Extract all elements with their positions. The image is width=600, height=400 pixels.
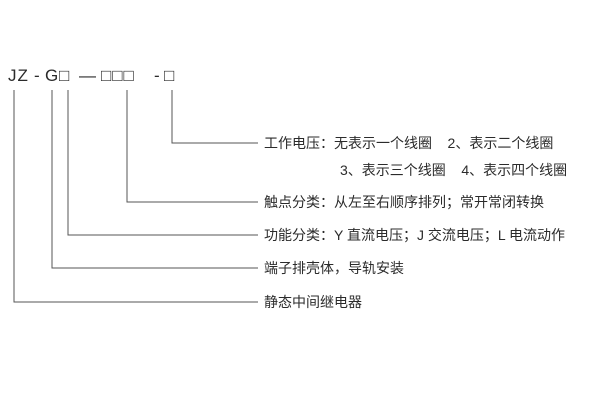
leader-line-function-class xyxy=(67,90,258,236)
annotation-working-voltage-line2: 3、表示三个线圈 4、表示四个线圈 xyxy=(340,162,568,178)
annotation-function-class: 功能分类：Y 直流电压；J 交流电压；L 电流动作 xyxy=(264,227,566,243)
model-code-box-contacts: □□□ xyxy=(101,66,135,85)
leader-line-contact-class xyxy=(126,90,258,203)
leader-line-housing xyxy=(51,90,258,269)
model-code-dash-2: — xyxy=(79,66,97,85)
model-code-dash-3: - xyxy=(154,66,161,85)
leader-line-relay-type xyxy=(13,90,258,303)
model-code-box-voltage: □ xyxy=(164,66,176,85)
annotation-contact-class: 触点分类：从左至右顺序排列；常开常闭转换 xyxy=(264,194,544,210)
annotation-relay-type: 静态中间继电器 xyxy=(264,294,362,310)
model-code-prefix: JZ xyxy=(8,66,29,85)
model-code-series: G xyxy=(45,66,60,85)
model-code-box-function: □ xyxy=(59,66,71,85)
leader-line-working-voltage xyxy=(171,90,258,144)
annotation-housing: 端子排壳体，导轨安装 xyxy=(264,260,404,276)
annotation-working-voltage-line1: 工作电压：无表示一个线圈 2、表示二个线圈 xyxy=(264,135,554,151)
model-code-dash-1: - xyxy=(34,66,41,85)
